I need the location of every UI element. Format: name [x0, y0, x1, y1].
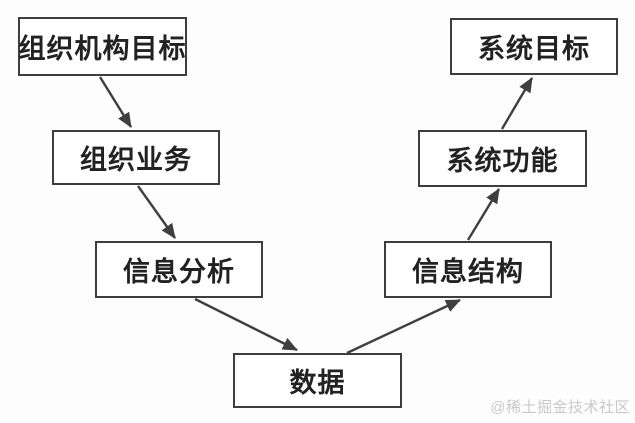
arrow-data-to-info-structure — [346, 298, 461, 355]
node-info-structure-label: 信息结构 — [412, 257, 524, 287]
node-org-business-label: 组织业务 — [80, 145, 192, 175]
watermark: @稀土掘金技术社区 — [490, 399, 630, 416]
node-org-goals: 组织机构目标 — [18, 17, 187, 76]
arrow-system-functions-to-system-goals — [500, 77, 534, 130]
node-org-business: 组织业务 — [52, 130, 220, 185]
arrow-info-analysis-to-data — [194, 297, 298, 352]
node-info-analysis: 信息分析 — [95, 241, 263, 298]
node-data-label: 数据 — [289, 368, 346, 398]
node-system-functions-label: 系统功能 — [446, 146, 559, 176]
node-org-goals-label: 组织机构目标 — [18, 34, 187, 64]
arrow-info-structure-to-system-functions — [466, 188, 501, 241]
node-system-goals: 系统目标 — [450, 18, 618, 75]
node-info-structure: 信息结构 — [384, 241, 552, 298]
node-system-functions: 系统功能 — [418, 130, 587, 187]
node-data: 数据 — [233, 353, 402, 408]
arrow-org-goals-to-org-business — [98, 76, 133, 128]
arrow-org-business-to-info-analysis — [137, 185, 176, 239]
node-info-analysis-label: 信息分析 — [123, 257, 235, 287]
node-system-goals-label: 系统目标 — [478, 34, 590, 64]
